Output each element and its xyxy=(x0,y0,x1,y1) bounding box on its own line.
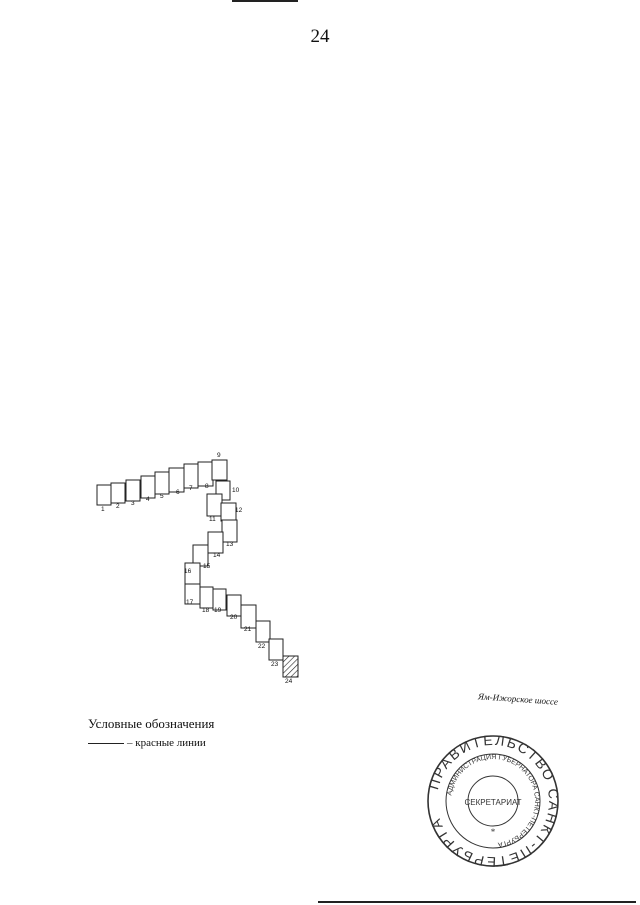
plot-label: 4 xyxy=(146,496,150,503)
legend-item-red-lines: – красные линии xyxy=(88,737,206,749)
plot-label: 5 xyxy=(160,493,164,500)
plot-label: 2 xyxy=(116,503,120,510)
plot-12 xyxy=(220,502,237,522)
plot-20 xyxy=(226,594,242,617)
red-line-swatch xyxy=(88,742,124,744)
legend-item-label: – красные линии xyxy=(127,737,206,749)
plot-1 xyxy=(96,484,112,506)
bottom-rule xyxy=(318,901,636,903)
plot-11 xyxy=(206,493,223,517)
plot-label: 20 xyxy=(230,614,238,621)
plot-label: 16 xyxy=(184,568,192,575)
plot-21 xyxy=(240,604,257,629)
plot-5 xyxy=(154,471,170,495)
plot-label: 13 xyxy=(226,541,234,548)
plot-18 xyxy=(199,586,214,609)
plot-label: 23 xyxy=(271,661,279,668)
plot-label: 18 xyxy=(202,607,210,614)
page-number: 24 xyxy=(310,26,330,47)
plot-label: 9 xyxy=(217,452,221,459)
plot-label: 21 xyxy=(244,626,252,633)
plot-13 xyxy=(221,519,238,543)
plot-label: 12 xyxy=(235,507,243,514)
plot-label: 22 xyxy=(258,643,266,650)
plot-4 xyxy=(140,475,156,499)
plot-label: 10 xyxy=(232,487,240,494)
plot-label: 7 xyxy=(189,485,193,492)
seal-center-text: СЕКРЕТАРИАТ xyxy=(464,798,521,807)
plot-label: 3 xyxy=(131,500,135,507)
plot-label: 19 xyxy=(214,607,222,614)
seal-star-icon: * xyxy=(491,827,496,837)
plot-23 xyxy=(268,638,284,661)
plot-label: 15 xyxy=(203,563,211,570)
top-rule xyxy=(232,0,298,2)
plot-label: 8 xyxy=(205,483,209,490)
plot-label: 1 xyxy=(101,506,105,513)
plot-24 xyxy=(282,655,299,678)
plot-label: 14 xyxy=(213,552,221,559)
official-seal: ПРАВИТЕЛЬСТВО САНКТ-ПЕТЕРБУРГА АДМИНИСТР… xyxy=(426,734,560,868)
plot-2 xyxy=(110,482,126,504)
plot-19 xyxy=(212,588,227,611)
plot-3 xyxy=(125,479,141,502)
plot-14 xyxy=(207,531,224,554)
plot-label: 17 xyxy=(186,599,194,606)
plot-label: 24 xyxy=(285,678,293,685)
plot-label: 6 xyxy=(176,489,180,496)
plot-label: 11 xyxy=(209,516,216,523)
plot-22 xyxy=(255,620,271,643)
legend-title: Условные обозначения xyxy=(88,716,215,731)
plot-9 xyxy=(211,459,228,481)
